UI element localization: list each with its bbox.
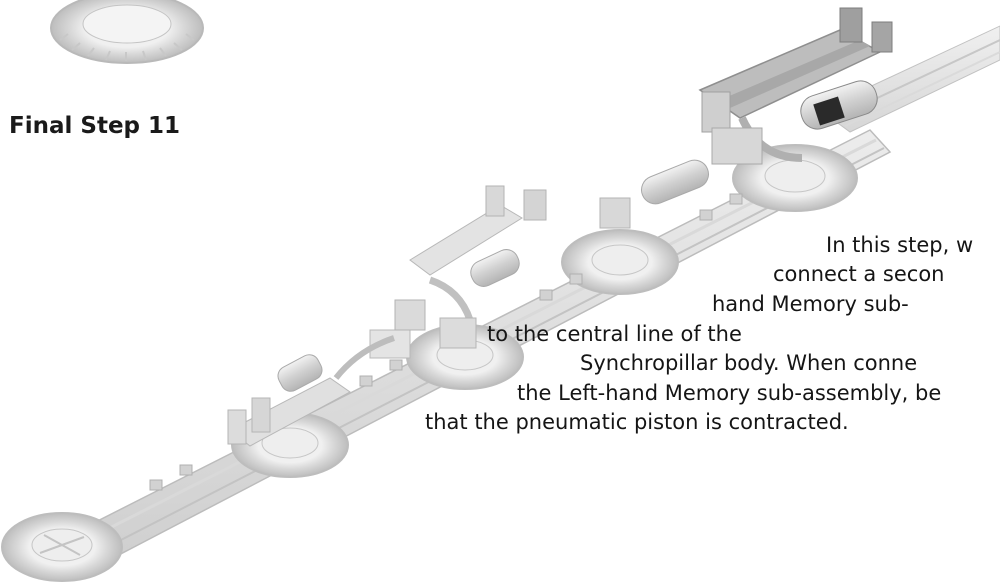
wheel-4	[561, 229, 679, 295]
caption-line-3: hand Memory sub-	[712, 292, 909, 316]
wheel-1	[1, 512, 123, 582]
wheel-top-left	[50, 0, 204, 64]
caption-line-7: that the pneumatic piston is contracted.	[425, 410, 849, 434]
wheel-5	[732, 144, 858, 212]
caption-line-5: Synchropillar body. When conne	[580, 351, 918, 375]
memory-subassembly-top	[698, 7, 893, 165]
memory-subassembly-middle	[409, 185, 547, 349]
caption-line-6: the Left-hand Memory sub-assembly, be	[517, 381, 942, 405]
step-heading: Final Step 11	[9, 113, 181, 139]
piston-mid-beam	[599, 159, 709, 229]
caption-line-4: to the central line of the	[487, 322, 742, 346]
memory-subassembly-lower	[227, 299, 426, 447]
beam-wheels	[1, 144, 858, 582]
beam-studs	[149, 193, 743, 491]
caption-line-1: In this step, w	[826, 233, 974, 257]
caption-line-2: connect a secon	[773, 262, 945, 286]
